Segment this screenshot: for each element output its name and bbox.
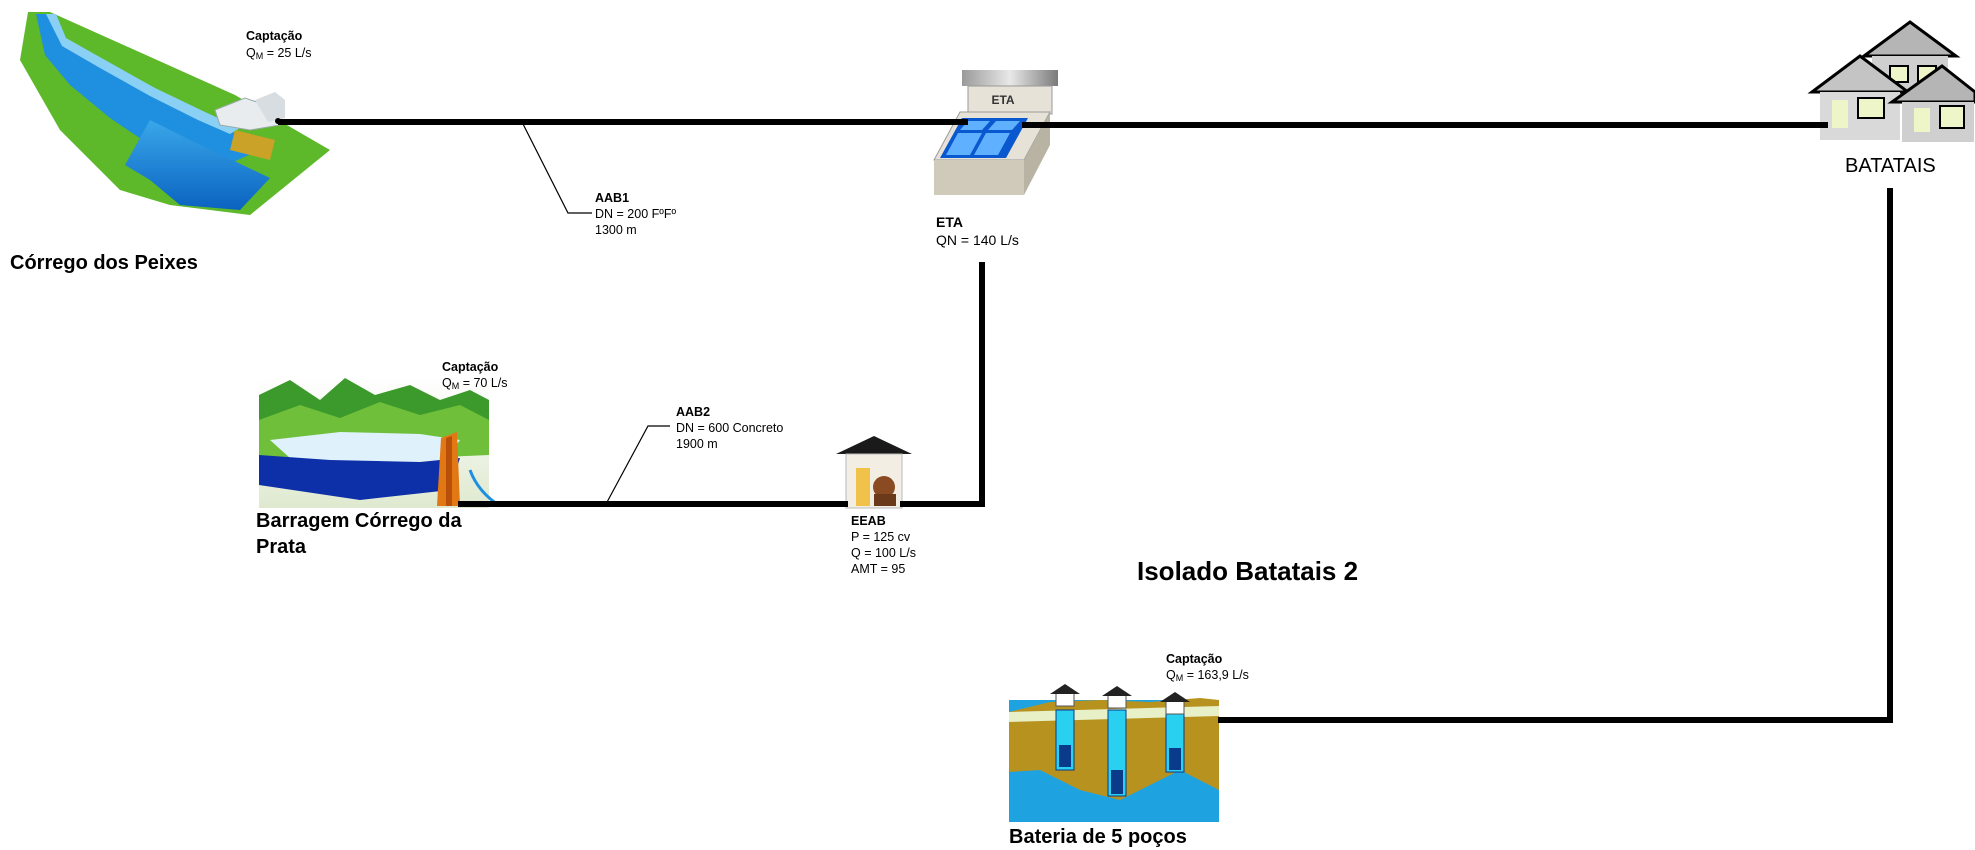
city-name: BATATAIS xyxy=(1845,155,1936,177)
eeab-amt: AMT = 95 xyxy=(851,562,906,576)
eeab-flow: Q = 100 L/s xyxy=(851,546,916,560)
dam-illustration xyxy=(259,378,501,508)
leader-lines xyxy=(521,121,670,505)
captacao-pocos-flow: QM = 163,9 L/s xyxy=(1166,668,1249,683)
aab2-length: 1900 m xyxy=(676,437,718,451)
eta-sign: ETA xyxy=(991,93,1014,107)
pipe-network xyxy=(278,119,1893,723)
pump-station-illustration xyxy=(836,436,912,509)
aab1-name: AAB1 xyxy=(595,191,630,205)
source-name-barragem-line2: Prata xyxy=(256,536,307,558)
captacao-prata-flow: QM = 70 L/s xyxy=(442,376,508,391)
eeab-power: P = 125 cv xyxy=(851,530,911,544)
captacao-pocos-label: Captação xyxy=(1166,652,1223,666)
aab2-leader xyxy=(605,425,670,505)
eta-name: ETA xyxy=(936,214,963,230)
diagram-title: Isolado Batatais 2 xyxy=(1137,556,1359,586)
captacao-peixes-label: Captação xyxy=(246,29,303,43)
aab2-dn: DN = 600 Concreto xyxy=(676,421,784,435)
source-name-bateria-pocos: Bateria de 5 poços xyxy=(1009,826,1187,848)
source-name-barragem: Barragem Córrego da Prata xyxy=(256,508,462,560)
aab1-leader xyxy=(521,121,592,214)
river-intake-illustration xyxy=(20,12,330,215)
eta-illustration xyxy=(933,70,1058,195)
captacao-peixes-flow: QM = 25 L/s xyxy=(246,46,312,61)
captacao-prata-label: Captação xyxy=(442,360,499,374)
source-name-corrego-peixes: Córrego dos Peixes xyxy=(10,252,198,274)
wells-illustration xyxy=(1009,684,1219,822)
source-name-barragem-line1: Barragem Córrego da xyxy=(256,510,462,532)
aab2-name: AAB2 xyxy=(676,405,711,419)
houses-illustration xyxy=(1807,20,1975,142)
aab1-dn: DN = 200 FºFº xyxy=(595,207,677,221)
eeab-name: EEAB xyxy=(851,514,886,528)
aab1-length: 1300 m xyxy=(595,223,637,237)
eta-flow: QN = 140 L/s xyxy=(936,232,1019,248)
